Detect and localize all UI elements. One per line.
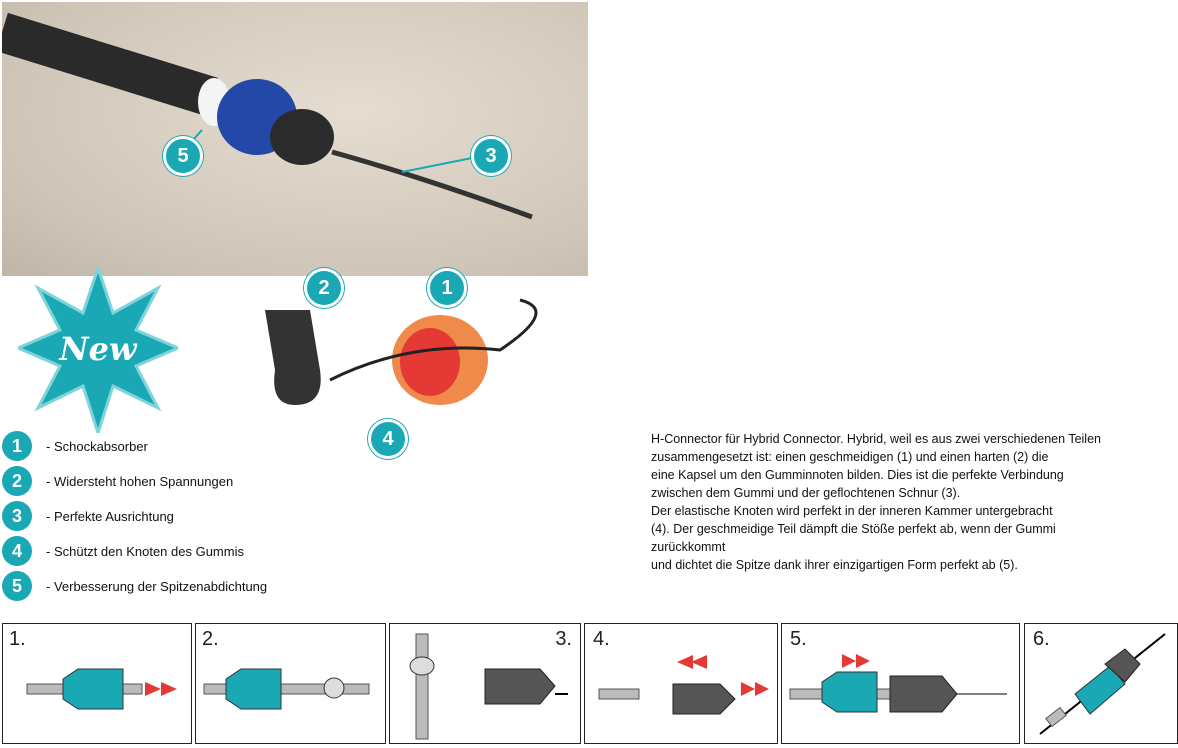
description-line: zusammengesetzt ist: einen geschmeidigen… xyxy=(651,450,1049,464)
number-badge: 4 xyxy=(2,536,32,566)
callout-5: 5 xyxy=(163,136,203,176)
list-item: 2 - Widersteht hohen Spannungen xyxy=(2,466,233,496)
feature-label: - Verbesserung der Spitzenabdichtung xyxy=(46,578,268,594)
description-line: und dichtet die Spitze dank ihrer einzig… xyxy=(651,558,1018,572)
feature-label: - Schockabsorber xyxy=(46,438,148,454)
description-line: (4). Der geschmeidige Teil dämpft die St… xyxy=(651,522,1060,554)
new-label: New xyxy=(58,330,138,368)
number-badge: 5 xyxy=(2,571,32,601)
callout-2: 2 xyxy=(304,268,344,308)
callout-4: 4 xyxy=(368,419,408,459)
pole-tip-illustration xyxy=(0,12,533,220)
description-line: eine Kapsel um den Gumminnoten bilden. D… xyxy=(651,468,1064,482)
step-number: 5. xyxy=(790,628,807,650)
connector-parts-illustration xyxy=(250,280,570,415)
description-text: H-Connector für Hybrid Connector. Hybrid… xyxy=(651,430,1131,574)
step-panel-4: 4. xyxy=(584,623,778,744)
step-number: 3. xyxy=(555,628,572,650)
number-badge: 2 xyxy=(2,466,32,496)
number-badge: 1 xyxy=(2,431,32,461)
list-item: 3 - Perfekte Ausrichtung xyxy=(2,501,174,531)
step-number: 1. xyxy=(9,628,26,650)
step-number: 6. xyxy=(1033,628,1050,650)
list-item: 5 - Verbesserung der Spitzenabdichtung xyxy=(2,571,267,601)
list-item: 4 - Schützt den Knoten des Gummis xyxy=(2,536,244,566)
feature-label: - Schützt den Knoten des Gummis xyxy=(46,543,244,559)
description-line: Der elastische Knoten wird perfekt in de… xyxy=(651,504,1053,518)
step-panel-2: 2. xyxy=(195,623,386,744)
step-number: 2. xyxy=(202,628,219,650)
new-starburst: New xyxy=(14,263,182,438)
callout-1: 1 xyxy=(427,268,467,308)
description-line: zwischen dem Gummi und der geflochtenen … xyxy=(651,486,961,500)
step-panel-5: 5. xyxy=(781,623,1020,744)
step-panel-3: 3. xyxy=(389,623,581,744)
feature-label: - Widersteht hohen Spannungen xyxy=(46,473,234,489)
feature-label: - Perfekte Ausrichtung xyxy=(46,508,174,524)
step-panel-1: 1. xyxy=(2,623,192,744)
callout-3: 3 xyxy=(471,136,511,176)
list-item: 1 - Schockabsorber xyxy=(2,431,148,461)
description-line: H-Connector für Hybrid Connector. Hybrid… xyxy=(651,432,1101,446)
number-badge: 3 xyxy=(2,501,32,531)
step-panel-6: 6. xyxy=(1024,623,1178,744)
step-number: 4. xyxy=(593,628,610,650)
